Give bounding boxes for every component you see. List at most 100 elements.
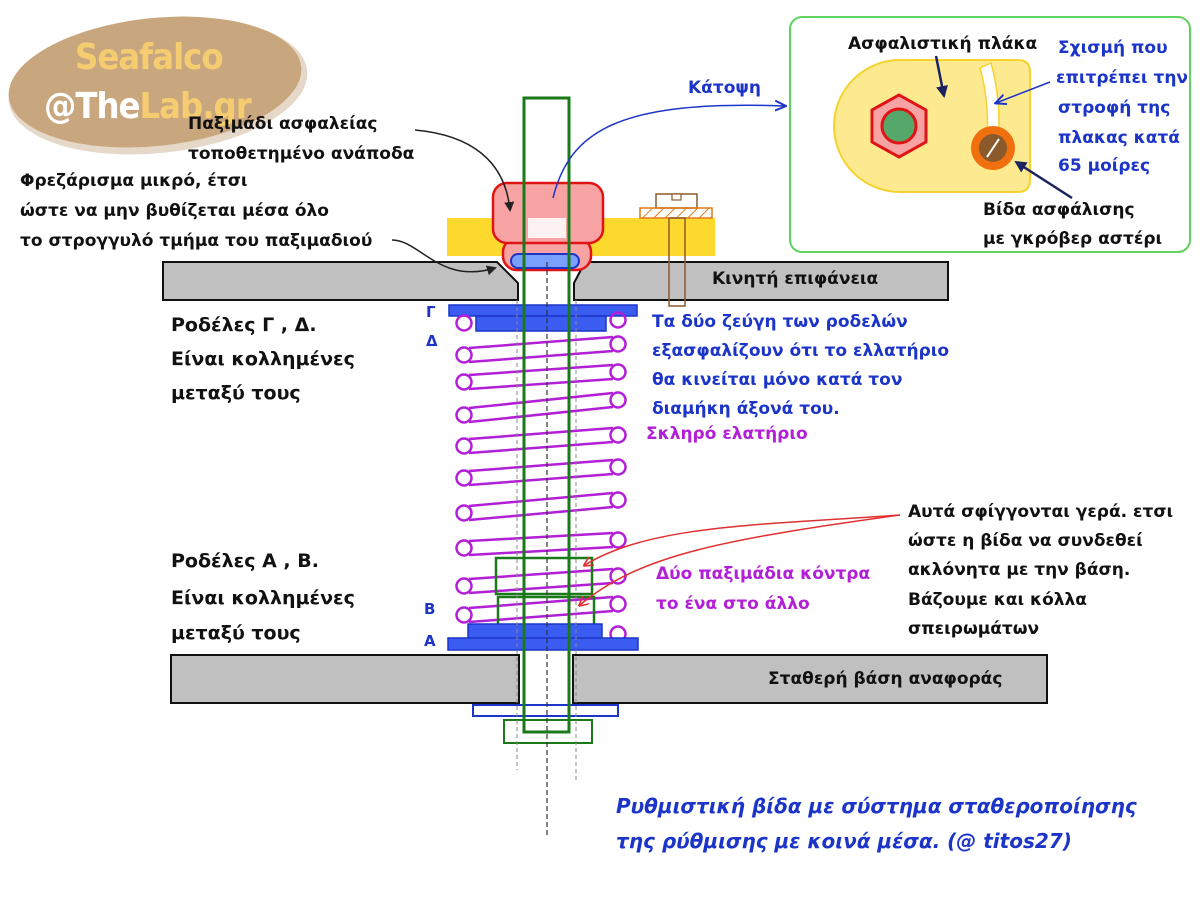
slot-note-2: επιτρέπει την xyxy=(1056,68,1188,88)
spring-coil-right xyxy=(609,335,627,353)
spring-coil-left xyxy=(455,504,473,522)
washers-gd-label-3: μεταξύ τους xyxy=(171,382,301,404)
tightened-note-1: Αυτά σφίγγονται γερά. ετσι xyxy=(908,502,1174,522)
slot-note-5: 65 μοίρες xyxy=(1058,156,1151,176)
spring-coil-right xyxy=(609,426,627,444)
adjusting-bolt xyxy=(516,96,577,835)
washer-delta xyxy=(475,315,607,332)
spring-wire xyxy=(468,349,614,364)
slot-note-1: Σχισμή που xyxy=(1058,38,1168,58)
spring-wire xyxy=(468,405,614,424)
spring-coil-left xyxy=(455,469,473,487)
washer-gamma xyxy=(448,304,638,317)
spring-wire xyxy=(468,440,614,455)
bottom-nut xyxy=(503,719,593,744)
spring-coil-right xyxy=(609,595,627,613)
spring-coil-left xyxy=(455,577,473,595)
safety-nut-label-1: Παξιμάδι ασφαλείας xyxy=(188,114,378,134)
washers-gd-label-1: Ροδέλες Γ , Δ. xyxy=(171,314,317,336)
bottom-washer xyxy=(472,704,619,717)
spring-coil-left xyxy=(455,539,473,557)
washer-pairs-note-3: θα κινείται μόνο κατά τον xyxy=(652,370,903,390)
watermark-line2: @TheLab.gr xyxy=(44,86,252,127)
watermark-lab: Lab.gr xyxy=(139,86,252,127)
jam-nut-arrow-upper xyxy=(585,514,901,565)
top-view-arrow xyxy=(552,105,785,199)
spring-wire xyxy=(468,391,614,410)
spring-wire xyxy=(468,505,614,522)
washers-ab-label-1: Ροδέλες Α , Β. xyxy=(171,550,319,572)
milling-label-2: ώστε να μην βυθίζεται μέσα όλο xyxy=(20,201,329,221)
spring-coil-right xyxy=(609,458,627,476)
slot-note-4: πλακας κατά xyxy=(1058,128,1180,148)
slot-note-3: στροφή της xyxy=(1058,98,1171,118)
spring-wire xyxy=(468,545,614,557)
washer-pairs-note-1: Τα δύο ζεύγη των ροδελών xyxy=(652,312,908,332)
spring-wire xyxy=(468,491,614,508)
tightened-note-4: Βάζουμε και κόλλα xyxy=(908,590,1087,610)
spring-wire xyxy=(468,363,614,377)
spring-coil-right xyxy=(609,531,627,549)
lock-screw-arrow xyxy=(1014,160,1073,200)
watermark-the: @The xyxy=(44,86,141,127)
spring-coil-right xyxy=(609,311,627,329)
caption-line-2: της ρύθμισης με κοινά μέσα. (@ titos27) xyxy=(616,829,1072,853)
jam-nut-upper xyxy=(494,556,594,596)
lock-plate-label: Ασφαλιστική πλάκα xyxy=(848,34,1038,54)
spring-wire xyxy=(468,531,614,543)
washer-alpha-letter: Α xyxy=(424,632,436,650)
washers-gd-label-2: Είναι κολλημένες xyxy=(171,348,355,370)
washer-gamma-letter: Γ xyxy=(426,303,436,321)
watermark-logo xyxy=(8,16,308,155)
spring-wire xyxy=(468,567,614,581)
slot-arrow xyxy=(996,81,1051,103)
watermark-line1: Seafalco xyxy=(75,37,224,78)
spring-coil-left xyxy=(455,406,473,424)
spring-coil-left xyxy=(455,346,473,364)
moving-surface-label: Κινητή επιφάνεια xyxy=(712,269,879,289)
hard-spring-label: Σκληρό ελατήριο xyxy=(646,424,808,444)
spring-coil-right xyxy=(609,491,627,509)
caption-line-1: Ρυθμιστική βίδα με σύστημα σταθεροποίηση… xyxy=(616,794,1137,818)
washer-beta-letter: Β xyxy=(424,600,436,618)
safety-nut-arrow xyxy=(414,129,515,212)
hard-spring xyxy=(455,311,627,643)
tightened-note-2: ώστε η βίδα να συνδεθεί xyxy=(908,531,1143,551)
spring-wire xyxy=(468,595,614,610)
milling-arrow xyxy=(391,239,497,276)
washers-ab-label-3: μεταξύ τους xyxy=(171,622,301,644)
fixed-base-label: Σταθερή βάση αναφοράς xyxy=(768,669,1003,689)
lock-screw-label-1: Βίδα ασφάλισης xyxy=(983,200,1135,220)
lock-screw-label-2: με γκρόβερ αστέρι xyxy=(983,229,1163,249)
milling-label-3: το στρογγυλό τμήμα του παξιμαδιού xyxy=(20,231,373,251)
tightened-note-5: σπειρωμάτων xyxy=(908,619,1040,639)
two-nuts-label-1: Δύο παξιμάδια κόντρα xyxy=(656,564,871,584)
spring-coil-left xyxy=(455,437,473,455)
top-view-label: Κάτοψη xyxy=(688,78,761,98)
spring-coil-left xyxy=(455,373,473,391)
top-view-inset xyxy=(789,16,1191,253)
spring-wire xyxy=(468,426,614,441)
jam-nut-arrow-lower xyxy=(580,514,901,605)
spring-coil-left xyxy=(455,314,473,332)
fixed-base xyxy=(170,654,1048,704)
washer-pairs-note-4: διαμήκη άξονά του. xyxy=(652,399,840,419)
lock-screw-side xyxy=(639,193,713,307)
safety-nut-label-2: τοποθετημένο ανάποδα xyxy=(188,144,415,164)
spring-wire xyxy=(468,581,614,595)
spring-wire xyxy=(468,335,614,350)
washer-pairs-note-2: εξασφαλίζουν ότι το ελλατήριο xyxy=(652,341,950,361)
two-nuts-label-2: το ένα στο άλλο xyxy=(656,594,810,614)
spring-wire xyxy=(468,458,614,473)
spring-wire xyxy=(468,377,614,391)
tightened-note-3: ακλόνητα με την βάση. xyxy=(908,560,1131,580)
milling-label-1: Φρεζάρισμα μικρό, έτσι xyxy=(20,171,248,191)
spring-wire xyxy=(468,472,614,487)
spring-coil-right xyxy=(609,363,627,381)
washers-ab-label-2: Είναι κολλημένες xyxy=(171,587,355,609)
lock-plate-arrow xyxy=(934,55,948,98)
washer-alpha xyxy=(447,637,639,651)
spring-coil-right xyxy=(609,391,627,409)
